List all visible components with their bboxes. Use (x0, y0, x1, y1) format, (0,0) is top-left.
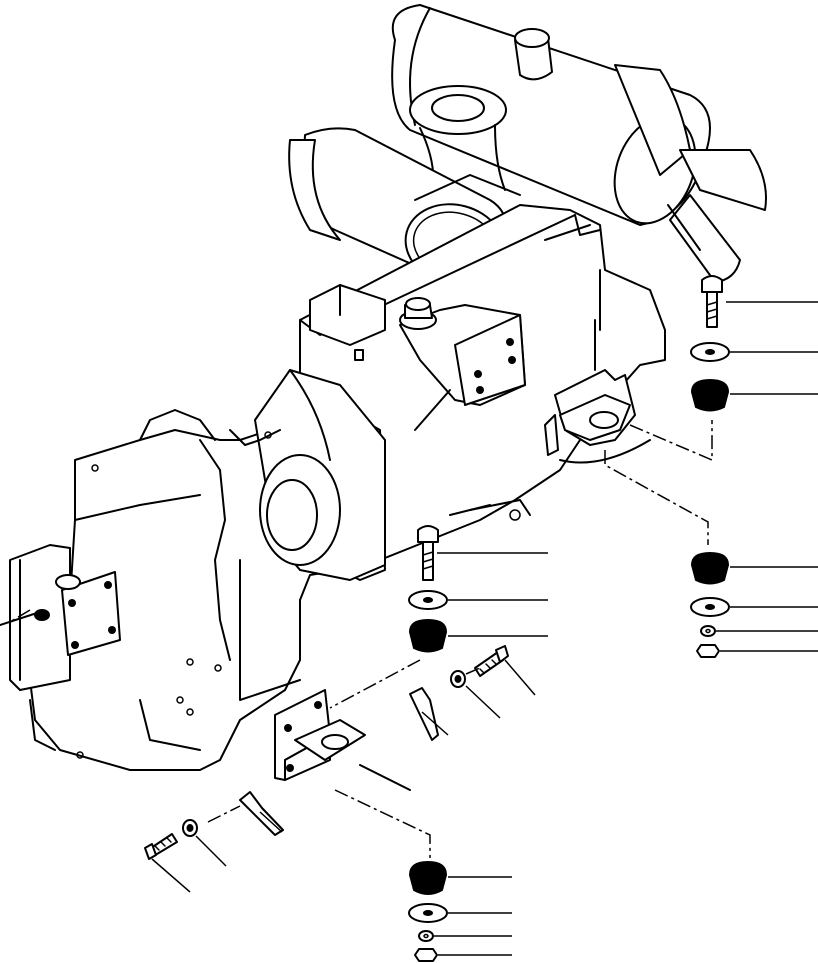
bracket-fasteners-lower (144, 791, 284, 860)
center-mount-stack (408, 525, 448, 653)
bottom-mount-stack (408, 860, 448, 962)
muffler (391, 4, 711, 226)
rear-mount-bracket (544, 319, 636, 456)
bracket-fasteners-middle (409, 645, 509, 741)
assembly-centerlines (9, 420, 713, 858)
transmission-housing (0, 369, 386, 771)
leader-lines (151, 301, 818, 956)
lower-right-mount-stack (690, 551, 730, 658)
front-mount-bracket (399, 297, 526, 431)
upper-right-mount-stack (690, 275, 730, 412)
bottom-mount-bracket (274, 689, 411, 791)
